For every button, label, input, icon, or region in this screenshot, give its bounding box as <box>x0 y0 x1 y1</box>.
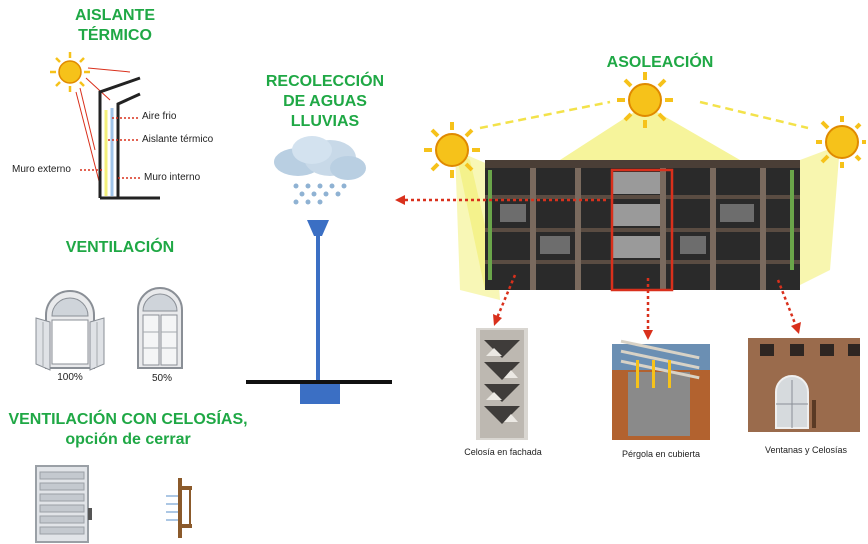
celosias-title: VENTILACIÓN CON CELOSÍAS, opción de cerr… <box>8 411 248 448</box>
louver-section-icon <box>166 478 192 538</box>
photo-ventanas-celosias <box>748 338 860 432</box>
sun-icon <box>50 52 90 92</box>
caption-ventanas-celosias: Ventanas y Celosías <box>764 445 848 455</box>
caption-celosia-fachada: Celosía en fachada <box>464 447 542 457</box>
window-icon <box>137 287 183 369</box>
window2-percent: 50% <box>151 373 172 384</box>
louver-icon <box>35 465 92 543</box>
photo-pergola-cubierta <box>612 339 710 440</box>
sun-icon <box>617 72 673 128</box>
aislante-title: AISLANTE TÉRMICO <box>75 7 155 44</box>
building-cutaway <box>485 160 800 292</box>
caption-pergola-cubierta: Pérgola en cubierta <box>621 449 701 459</box>
label-muro-externo: Muro externo <box>12 164 71 175</box>
sun-icon <box>816 116 866 168</box>
ventilacion-title: VENTILACIÓN <box>65 239 175 256</box>
label-aire-frio: Aire frio <box>142 111 177 122</box>
rain-cloud-icon <box>274 136 366 205</box>
label-muro-interno: Muro interno <box>144 172 201 183</box>
photo-celosia-fachada <box>476 328 528 440</box>
window1-percent: 100% <box>57 372 83 383</box>
cistern <box>300 384 340 404</box>
recoleccion-title: RECOLECCIÓN DE AGUAS LLUVIAS <box>265 73 385 130</box>
window-icon <box>35 290 105 371</box>
asoleacion-title: ASOLEACIÓN <box>606 54 714 71</box>
downpipe <box>316 236 320 382</box>
label-aislante-termico: Aislante térmico <box>142 134 214 145</box>
sun-icon <box>424 122 480 178</box>
funnel <box>307 220 329 236</box>
